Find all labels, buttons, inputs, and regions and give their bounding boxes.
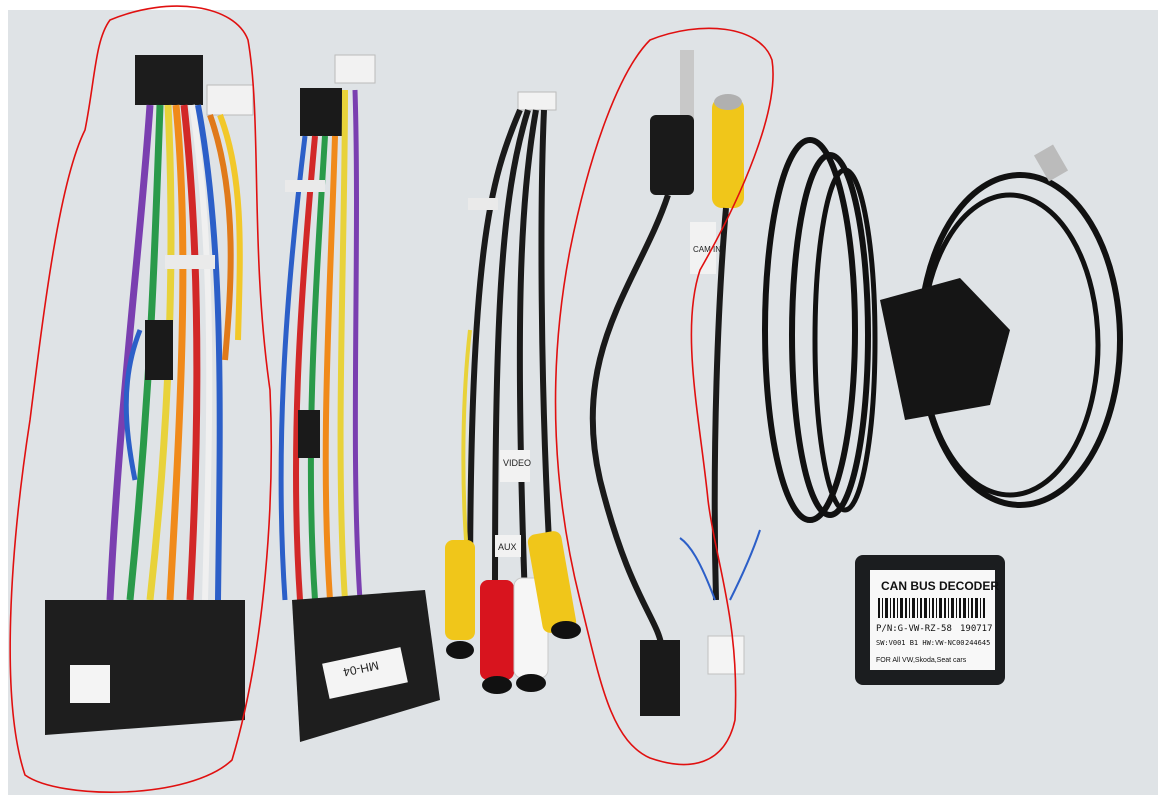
rca-audio-video-leads: VIDEO AUX [445,91,581,694]
annotation-circle-antenna-leads [554,27,774,766]
can-bus-decoder-box: CAN BUS DECODER P/N:G-VW-RZ-58 190717 SW… [855,555,1005,685]
harness-top-connector [135,55,203,105]
decoder-date-code: 190717 [960,624,993,634]
aux-tag: AUX [498,542,517,552]
decoder-part-number: P/N:G-VW-RZ-58 [876,624,952,634]
decoder-barcode [878,598,985,618]
decoder-compat-line: FOR All VW,Skoda,Seat cars [876,657,967,664]
gps-antenna-and-cables [762,137,1123,523]
video-tag: VIDEO [503,458,531,468]
decoder-title: CAN BUS DECODER [881,579,999,593]
cam-tag: CAM IN [693,245,721,254]
secondary-wiring-harness: MH-04 [278,54,440,742]
main-wiring-harness [45,55,254,735]
annotation-circle-main-harness [9,5,273,794]
decoder-serial: 244645 [965,639,990,647]
gps-antenna-puck [880,278,1010,420]
harness-white-connector [206,84,254,116]
decoder-firmware-line: SW:V001 B1 HW:VW-NC00 [876,639,965,647]
